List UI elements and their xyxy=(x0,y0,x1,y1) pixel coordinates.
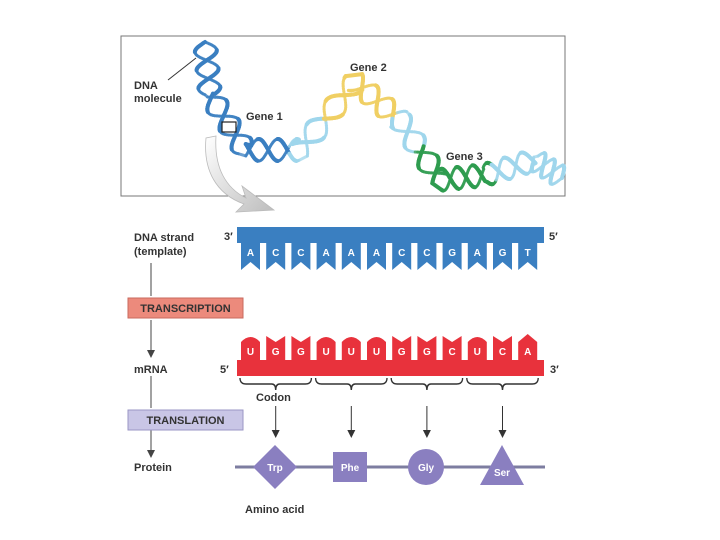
dna-base-block xyxy=(392,243,412,270)
dna-5prime-end: 5′ xyxy=(549,231,558,243)
helix-strand-segment xyxy=(297,154,309,162)
mrna-5prime-end: 5′ xyxy=(220,364,229,376)
mrna-base-block xyxy=(341,337,361,360)
dna-base-block xyxy=(493,243,512,270)
dna-base-block xyxy=(467,243,487,270)
helix-strand-segment xyxy=(558,176,564,181)
dna-base-block xyxy=(341,243,361,270)
mrna-base-letter: U xyxy=(373,347,380,358)
mrna-base-letter: G xyxy=(398,347,406,358)
mrna-base-letter: G xyxy=(423,347,431,358)
amino-acid-shape xyxy=(253,445,297,489)
mrna-base-block xyxy=(467,337,487,360)
dna-base-block xyxy=(291,243,311,270)
amino-acids: Trp Phe Gly Ser xyxy=(253,445,524,489)
codon-arrowhead xyxy=(498,430,507,438)
dna-label-line1: DNA xyxy=(134,80,158,92)
flow-arrowhead-2 xyxy=(147,450,155,458)
mrna-base-letter: U xyxy=(322,347,329,358)
dna-base-letter: T xyxy=(525,248,531,259)
amino-acid-name: Trp xyxy=(267,463,283,474)
gene1-zoom-box xyxy=(221,121,237,133)
mrna-base-letter: U xyxy=(348,347,355,358)
dna-base-block xyxy=(266,243,286,270)
dna-strand-label-line1: DNA strand xyxy=(134,232,194,244)
dna-3prime-end: 3′ xyxy=(224,231,233,243)
dna-label-line2: molecule xyxy=(134,93,182,105)
codon-brace xyxy=(314,377,388,391)
mrna-base-block xyxy=(493,336,512,360)
dna-base-letter: A xyxy=(348,248,355,259)
dna-base-block xyxy=(367,243,386,270)
amino-acid-name: Phe xyxy=(341,463,360,474)
helix-strand-segment xyxy=(343,72,365,79)
dna-strand-label-line2: (template) xyxy=(134,246,187,258)
codon-arrowhead xyxy=(422,430,431,438)
dna-base-block xyxy=(241,243,260,270)
dna-base-block xyxy=(316,243,336,270)
mrna-base-block xyxy=(442,336,462,360)
codon-brace xyxy=(390,377,464,391)
amino-acid-shape xyxy=(480,445,524,485)
dna-base-block xyxy=(417,243,437,270)
dna-double-helix xyxy=(192,40,567,193)
mrna-base-letter: C xyxy=(448,347,455,358)
dna-pointer-line xyxy=(167,57,197,81)
dna-base-letter: C xyxy=(272,248,279,259)
mrna-base-letter: U xyxy=(474,347,481,358)
gene1-label: Gene 1 xyxy=(246,111,283,123)
codon-brace xyxy=(466,377,539,391)
amino-acid-name: Ser xyxy=(494,468,510,479)
dna-base-letter: A xyxy=(247,248,254,259)
mrna-base-block xyxy=(241,337,260,360)
flow-arrowhead-1 xyxy=(147,350,155,358)
mrna-base-block xyxy=(518,334,538,360)
codon-arrowhead xyxy=(347,430,356,438)
dna-base-letter: A xyxy=(322,248,329,259)
mrna-base-block xyxy=(266,336,286,360)
protein-label: Protein xyxy=(134,462,172,474)
amino-acid-shape xyxy=(408,449,444,485)
mrna-base-block xyxy=(291,336,311,360)
mrna-base-block xyxy=(392,336,412,360)
mrna-base-letter: C xyxy=(499,347,506,358)
transcription-box xyxy=(127,297,244,319)
codon-label: Codon xyxy=(256,392,291,404)
dna-base-block xyxy=(518,243,538,270)
mrna-base-letter: G xyxy=(272,347,280,358)
mrna-3prime-end: 3′ xyxy=(550,364,559,376)
mrna-base-letter: A xyxy=(524,347,531,358)
dna-base-block xyxy=(442,243,462,270)
amino-acid-shape xyxy=(333,452,367,482)
mrna-base-block xyxy=(316,337,336,360)
codon-arrowhead xyxy=(271,430,280,438)
codon-brace xyxy=(239,377,313,391)
dna-base-letter: A xyxy=(373,248,380,259)
dna-base-letter: G xyxy=(448,248,456,259)
mrna-base-block xyxy=(367,337,386,360)
translation-label: TRANSLATION xyxy=(146,415,224,427)
gene3-label: Gene 3 xyxy=(446,151,483,163)
dna-backbone xyxy=(237,227,544,243)
dna-base-letter: C xyxy=(398,248,405,259)
mrna-label: mRNA xyxy=(134,364,168,376)
mrna-backbone xyxy=(237,360,544,376)
dna-base-letter: A xyxy=(474,248,481,259)
translation-box xyxy=(127,409,244,431)
dna-base-letter: C xyxy=(423,248,430,259)
mrna-base-block xyxy=(417,336,437,360)
amino-acid-name: Gly xyxy=(418,463,435,474)
zoom-arrow xyxy=(205,135,276,213)
transcription-label: TRANSCRIPTION xyxy=(140,303,231,315)
mrna-base-letter: G xyxy=(297,347,305,358)
mrna-base-letter: U xyxy=(247,347,254,358)
dna-base-letter: C xyxy=(297,248,304,259)
codon-braces xyxy=(239,377,539,438)
gene2-label: Gene 2 xyxy=(350,62,387,74)
amino-acid-label: Amino acid xyxy=(245,504,304,516)
dna-base-letter: G xyxy=(499,248,507,259)
